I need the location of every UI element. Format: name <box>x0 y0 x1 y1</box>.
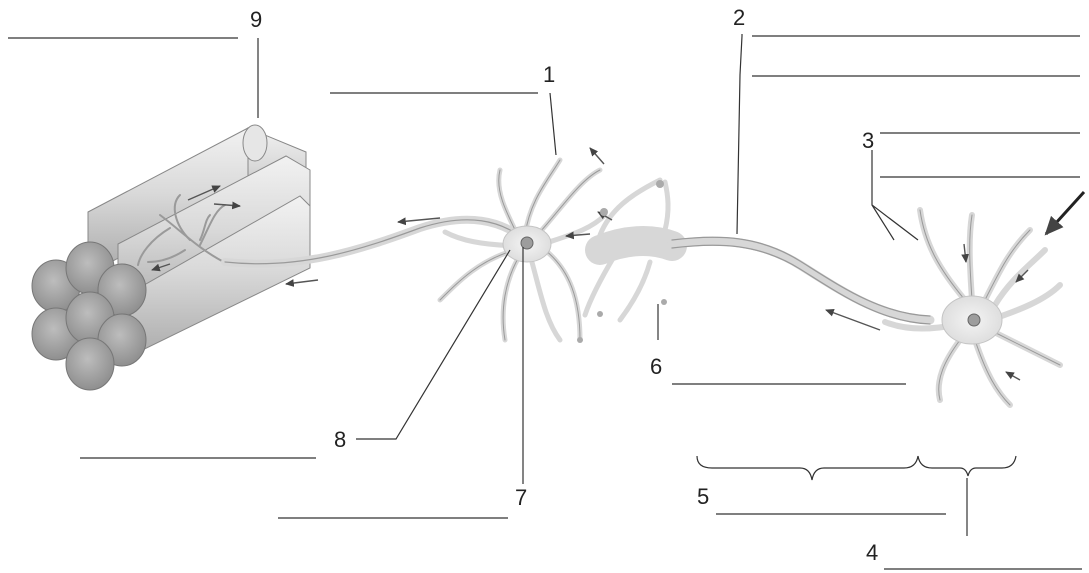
label-3: 3 <box>862 128 874 153</box>
stimulus-arrow <box>1046 192 1084 234</box>
axon <box>672 237 930 330</box>
brace-4 <box>918 456 1016 476</box>
brace-5 <box>697 456 918 480</box>
label-1: 1 <box>543 62 555 87</box>
label-5: 5 <box>697 484 709 509</box>
sensory-neuron-nucleus <box>968 314 980 326</box>
sensory-neuron <box>885 192 1084 405</box>
label-2: 2 <box>733 5 745 30</box>
label-6: 6 <box>650 354 662 379</box>
label-9: 9 <box>250 7 262 32</box>
label-8: 8 <box>334 427 346 452</box>
muscle-fiber-bundle <box>32 125 310 390</box>
label-7: 7 <box>515 485 527 510</box>
label-4: 4 <box>866 540 878 565</box>
